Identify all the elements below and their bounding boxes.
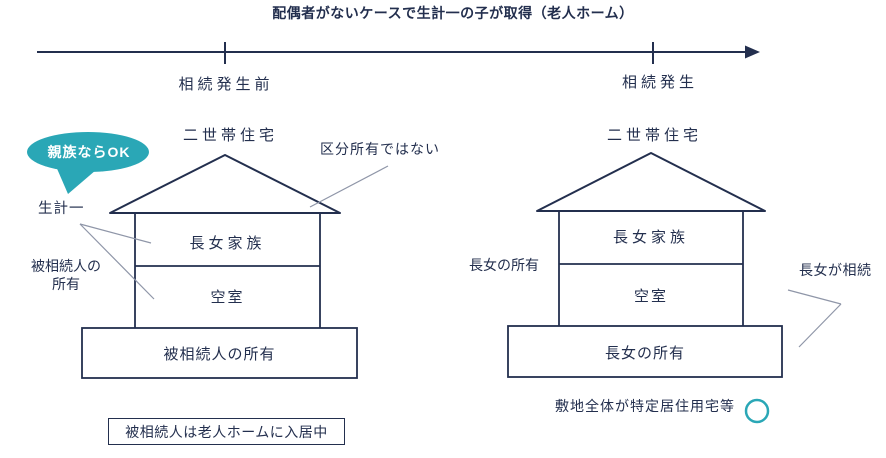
land-label-before: 被相続人の所有	[163, 346, 276, 363]
label-owner-before: 被相続人の 所有	[18, 258, 114, 293]
nursing-home-note-box: 被相続人は老人ホームに入居中	[108, 418, 345, 445]
house-title-before: 二世帯住宅	[182, 127, 278, 144]
pointer-not-sectional	[309, 165, 389, 208]
land-plot-before	[81, 327, 358, 379]
pointer-livelihood-floor2	[79, 223, 155, 300]
speech-bubble-body	[27, 132, 149, 172]
house-before	[81, 154, 358, 379]
floor1-label-before: 長女家族	[189, 235, 266, 252]
page-title: 配偶者がないケースで生計一の子が取得（老人ホーム）	[272, 5, 634, 21]
roof-after	[536, 152, 766, 212]
label-livelihood: 生計一	[38, 201, 85, 217]
floor2-label-before: 空室	[210, 289, 245, 306]
roof-before	[109, 154, 341, 214]
nursing-home-note: 被相続人は老人ホームに入居中	[125, 423, 328, 440]
label-owner-after-upper: 長女の所有	[469, 257, 539, 273]
arrow-right-icon	[745, 45, 760, 59]
house-after	[507, 152, 783, 378]
land-plot-after	[507, 325, 783, 378]
floor1-label-after: 長女家族	[612, 229, 689, 246]
label-owner-before-line1: 被相続人の	[31, 258, 101, 274]
pointer-inherit-lower	[798, 303, 842, 348]
land-label-after: 長女の所有	[604, 345, 685, 362]
label-inherit: 長女が相続	[799, 262, 872, 278]
timeline-label-before: 相続発生前	[178, 76, 274, 93]
conclusion-label: 敷地全体が特定居住用宅等	[555, 398, 735, 414]
label-owner-before-line2: 所有	[52, 275, 80, 292]
circle-ok-icon	[744, 398, 770, 424]
pointer-inherit-upper	[787, 289, 842, 305]
floor2-label-after: 空室	[633, 288, 668, 305]
bubble-label: 親族ならOK	[47, 144, 131, 160]
timeline-axis	[37, 42, 760, 64]
pointer-livelihood-floor1	[79, 223, 152, 244]
timeline-label-event: 相続発生	[621, 74, 698, 91]
house-title-after: 二世帯住宅	[606, 127, 702, 144]
speech-bubble	[27, 132, 149, 194]
note-not-sectional: 区分所有ではない	[320, 141, 440, 157]
